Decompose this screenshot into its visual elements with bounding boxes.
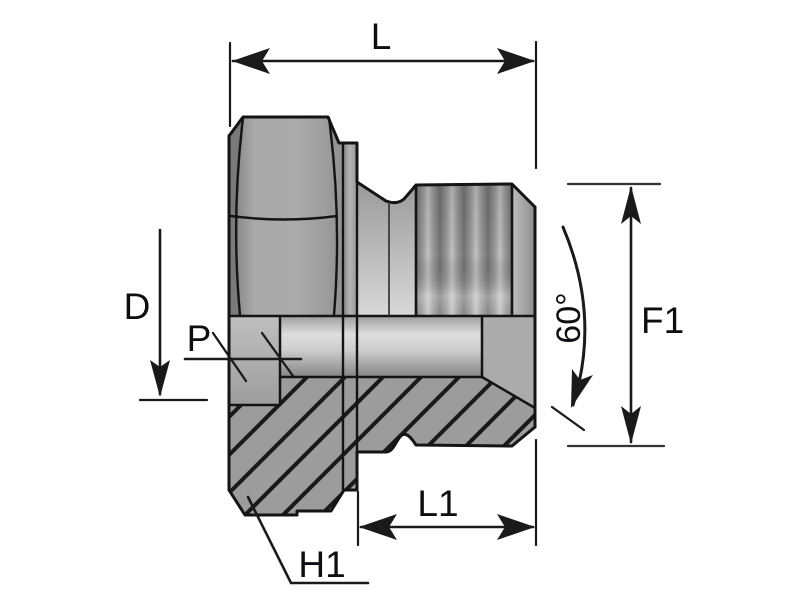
dim-port: P [183,318,303,383]
washer-flange [343,143,357,315]
hex-right-facet [329,118,343,315]
dim-F1-label: F1 [641,300,684,341]
dim-L-arrow-right [497,48,535,74]
section-hatching [229,316,535,515]
dim-L-extension-lines [228,40,538,170]
dim-D-label: D [124,286,151,327]
plug-section-view [229,316,535,515]
hex-head [229,117,343,315]
dim-H1-leader [246,495,370,585]
dim-L1-arrow-right [497,514,535,540]
dim-F1-arrow-up [621,186,641,224]
dim-P-slash-right [260,331,295,378]
seat-cone-cavity [482,316,535,408]
dim-P-slash-left [211,331,248,383]
dim-thread-length: L1 [356,438,538,547]
dim-F1-arrow-down [621,406,641,444]
dim-angle-label: 60° [550,292,588,343]
dim-L1-label: L1 [417,483,458,524]
dim-angle-tick [550,405,586,432]
dim-hex: H1 [246,495,370,585]
thread-sheen [416,184,512,315]
socket-edges [227,314,282,407]
dim-overall-length: L [228,16,538,170]
outline-bottom-profile [227,425,537,517]
dim-seat-angle: 60° [550,225,593,432]
hex-facet-curve-left [234,116,245,317]
washer-edges [341,141,359,317]
dim-P-label: P [187,318,212,359]
plug-exterior-view [229,117,535,315]
part-outlines [227,115,537,517]
dim-thread-diameter: F1 [566,182,684,448]
dim-D-arrow [150,360,170,397]
seat-cone-edge [480,375,537,410]
dimensions: L D P F1 60° [124,16,685,585]
dim-F1-ticks [566,182,666,448]
dim-H1-label: H1 [298,544,345,585]
dim-angle-arrow [571,369,593,408]
bore-cavity [280,316,482,377]
hex-facet-curve-right [327,116,339,317]
dim-L1-arrow-left [359,514,397,540]
dim-L1-extension-lines [356,438,538,547]
dim-diameter: D [124,228,209,402]
hex-facet-line-horizontal [229,214,339,221]
outline-top-profile [227,115,537,209]
dim-L-label: L [371,16,392,57]
washer-section-edges [341,314,359,491]
cone-groove-surface [357,182,416,315]
end-chamfer-surface [512,184,535,315]
socket-cavity [229,316,280,405]
dim-L-arrow-left [232,48,270,74]
